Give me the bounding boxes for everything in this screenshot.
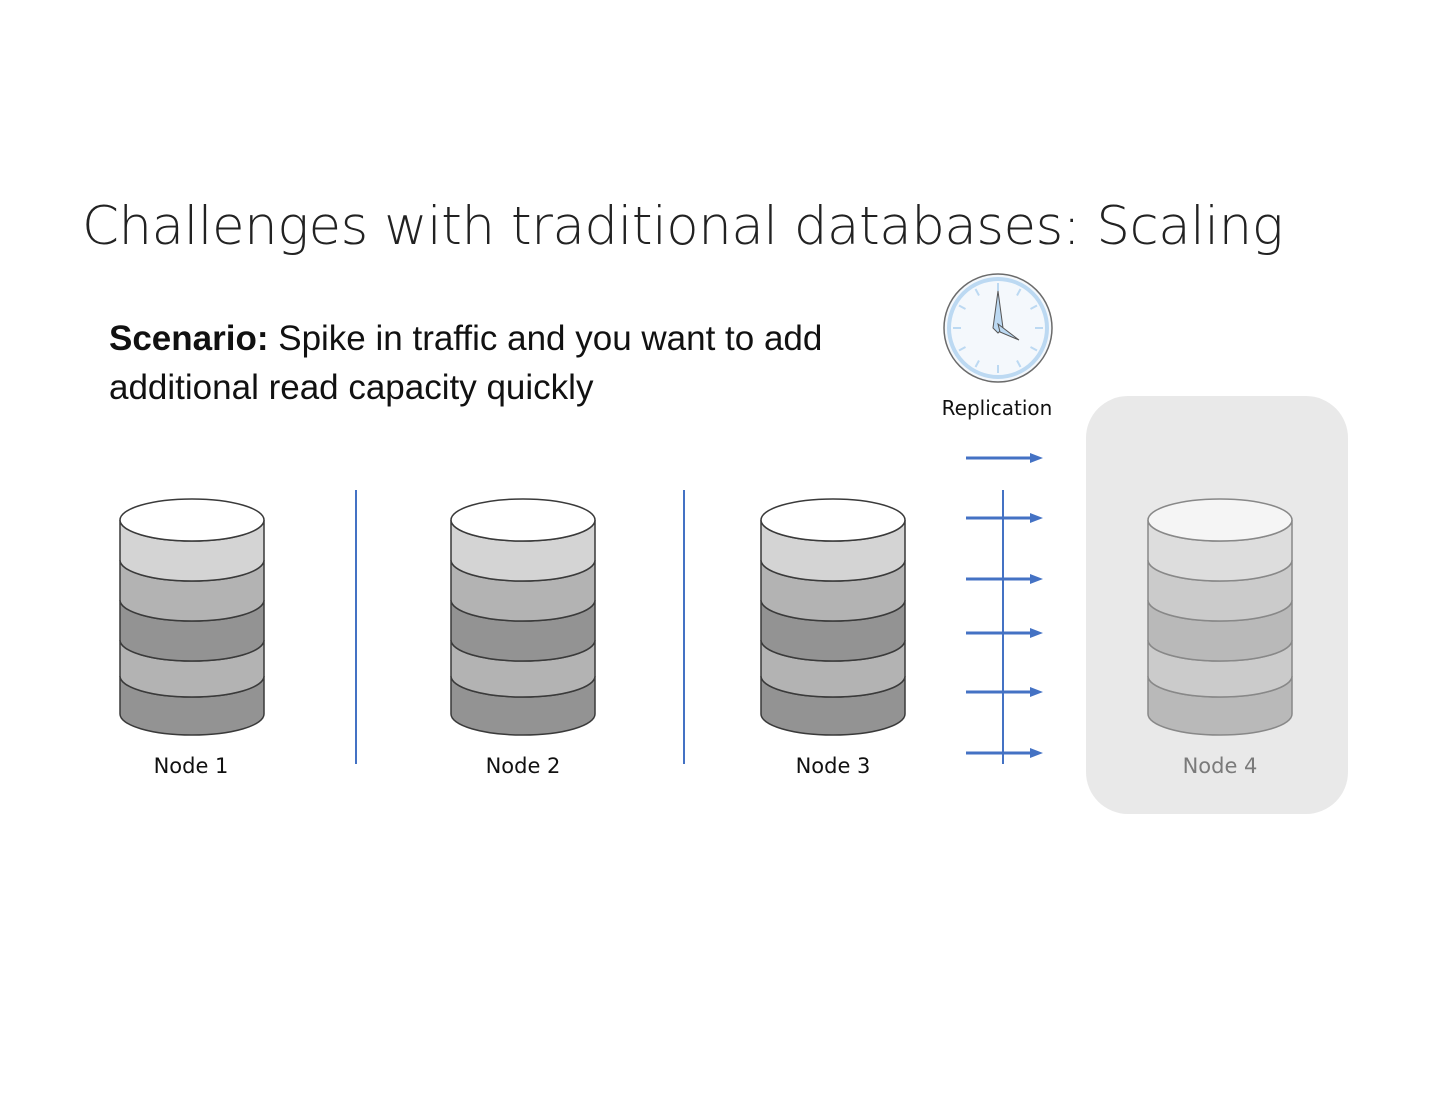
database-icon xyxy=(119,498,265,736)
replication-arrow-icon xyxy=(966,453,1043,463)
replication-arrow-icon xyxy=(966,513,1043,523)
database-top xyxy=(1147,498,1293,542)
node-4-label: Node 4 xyxy=(1182,754,1258,778)
database-top xyxy=(760,498,906,542)
database-top xyxy=(119,498,265,542)
replication-arrow-icon xyxy=(966,748,1043,758)
replication-label: Replication xyxy=(941,396,1053,420)
database-top xyxy=(450,498,596,542)
scenario-description: Spike in traffic and you want to add add… xyxy=(109,319,823,407)
clock-icon xyxy=(943,273,1053,383)
replication-arrows xyxy=(966,453,1043,758)
replication-arrow-icon xyxy=(966,628,1043,638)
node-2-label: Node 2 xyxy=(485,754,561,778)
scenario-label: Scenario: xyxy=(109,319,269,358)
node-1-label: Node 1 xyxy=(153,754,229,778)
replication-arrow-icon xyxy=(966,574,1043,584)
slide-title: Challenges with traditional databases: S… xyxy=(82,196,1284,257)
replication-arrow-icon xyxy=(966,687,1043,697)
database-icon xyxy=(760,498,906,736)
database-icon xyxy=(450,498,596,736)
scenario-text: Scenario: Spike in traffic and you want … xyxy=(109,314,909,412)
node-3-label: Node 3 xyxy=(795,754,871,778)
database-icon xyxy=(1147,498,1293,736)
